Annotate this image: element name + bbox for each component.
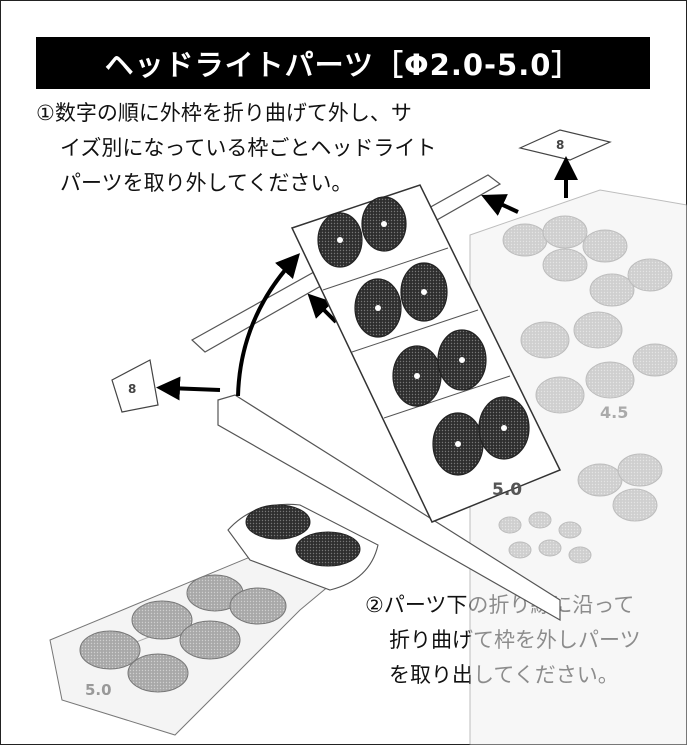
step-1-line: イズ別になっている枠ごとヘッドライト <box>60 136 437 160</box>
step-1-line: パーツを取り外してください。 <box>60 171 353 195</box>
size-label-bottom: 5.0 <box>85 681 112 699</box>
step-1-line: ①数字の順に外枠を折り曲げて外し、サ <box>36 101 412 125</box>
arrow-icon <box>236 253 301 397</box>
detached-tag-left: 8 <box>111 359 159 413</box>
title-bar: ヘッドライトパーツ［Φ2.0-5.0］ <box>36 37 650 89</box>
tag-glyph: 8 <box>556 138 564 152</box>
headlight-plate-lower: 5.0 <box>49 554 331 736</box>
arrow-icon <box>156 376 221 401</box>
arrow-icon <box>481 194 519 216</box>
page-title: ヘッドライトパーツ［Φ2.0-5.0］ <box>104 48 582 82</box>
background-sprue: 4.5 <box>469 189 687 745</box>
step-1-instructions: ①数字の順に外枠を折り曲げて外し、サ イズ別になっている枠ごとヘッドライト パー… <box>36 96 436 201</box>
arrow-icon <box>307 293 338 324</box>
headlight-pair-detached <box>227 503 379 591</box>
headlight-plate-main: 5.0 <box>290 184 562 523</box>
detached-tag-top: 8 <box>518 129 612 161</box>
size-label-main: 5.0 <box>492 480 522 500</box>
tag-glyph: 8 <box>128 382 136 396</box>
size-label-mid: 4.5 <box>600 403 628 422</box>
